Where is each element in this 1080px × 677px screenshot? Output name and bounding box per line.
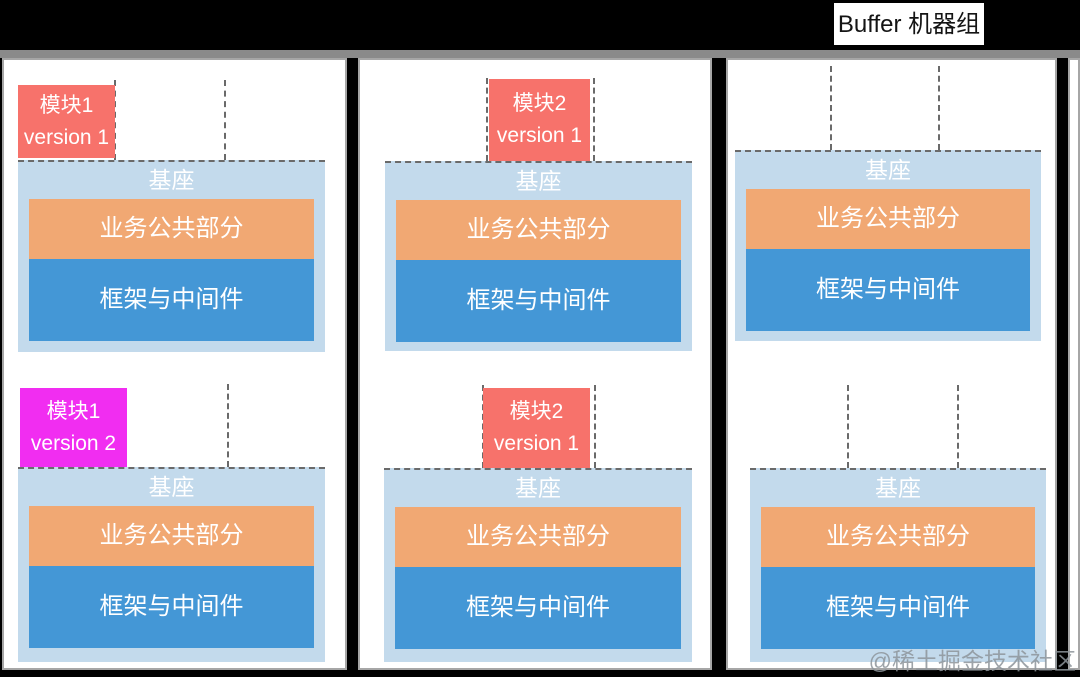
base-title: 基座	[148, 474, 195, 500]
module-version-badge: 模块1 version 1	[18, 85, 115, 158]
base-title: 基座	[865, 157, 911, 183]
module-name: 模块2	[509, 400, 564, 423]
buffer-group-label: Buffer 机器组	[833, 2, 985, 46]
framework-middleware-layer: 框架与中间件	[29, 566, 314, 648]
module-version-badge: 模块2 version 1	[483, 388, 590, 468]
business-common-layer: 业务公共部分	[746, 189, 1030, 249]
module-name: 模块1	[46, 399, 101, 423]
business-common-layer: 业务公共部分	[29, 506, 314, 566]
framework-middleware-layer: 框架与中间件	[29, 259, 314, 341]
framework-middleware-layer: 框架与中间件	[746, 249, 1030, 331]
framework-middleware-layer: 框架与中间件	[761, 567, 1035, 649]
base-title: 基座	[148, 167, 195, 193]
base-title: 基座	[515, 168, 562, 194]
module-version: version 1	[496, 124, 583, 147]
base-container: 基座 业务公共部分 框架与中间件	[18, 160, 325, 352]
slot-divider-line	[227, 384, 229, 467]
slot-divider-line	[938, 66, 940, 150]
module-name: 模块1	[39, 93, 94, 117]
slot-divider-line	[594, 385, 596, 468]
module-version-badge: 模块1 version 2	[20, 388, 127, 467]
framework-middleware-layer: 框架与中间件	[396, 260, 681, 342]
slot-divider-line	[593, 78, 595, 161]
machine-panel-partial	[1068, 58, 1080, 670]
slot-divider-line	[847, 385, 849, 468]
module-name: 模块2	[512, 92, 567, 115]
top-divider-bar	[0, 50, 1080, 58]
module-version-badge: 模块2 version 1	[489, 79, 590, 161]
base-container: 基座 业务公共部分 框架与中间件	[384, 468, 692, 662]
base-title: 基座	[515, 475, 561, 501]
slot-divider-line	[957, 385, 959, 468]
framework-middleware-layer: 框架与中间件	[395, 567, 681, 649]
business-common-layer: 业务公共部分	[396, 200, 681, 260]
business-common-layer: 业务公共部分	[29, 199, 314, 259]
slot-divider-line	[224, 80, 226, 160]
base-container: 基座 业务公共部分 框架与中间件	[750, 468, 1046, 662]
module-version: version 2	[30, 431, 117, 455]
site-watermark: @稀土掘金技术社区	[868, 648, 1076, 674]
base-container: 基座 业务公共部分 框架与中间件	[18, 467, 325, 662]
base-title: 基座	[875, 475, 921, 501]
business-common-layer: 业务公共部分	[395, 507, 681, 567]
slot-divider-line	[114, 80, 116, 160]
module-version: version 1	[23, 125, 110, 149]
business-common-layer: 业务公共部分	[761, 507, 1035, 567]
module-version: version 1	[493, 432, 580, 455]
base-container: 基座 业务公共部分 框架与中间件	[735, 150, 1041, 341]
base-container: 基座 业务公共部分 框架与中间件	[385, 161, 692, 351]
slot-divider-line	[486, 78, 488, 161]
slot-divider-line	[830, 66, 832, 150]
